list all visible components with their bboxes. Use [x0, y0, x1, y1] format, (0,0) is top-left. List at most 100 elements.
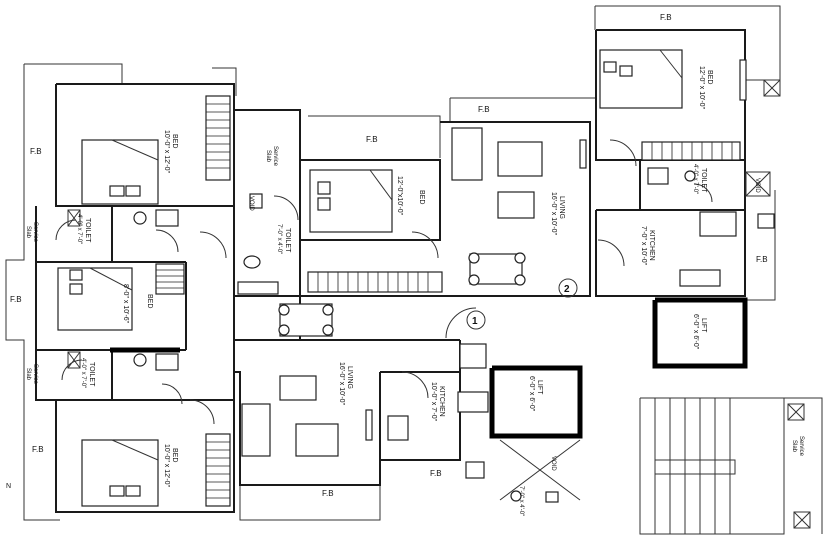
room-label-bed-center-name: BED: [418, 190, 425, 204]
walls: [35, 29, 785, 535]
wardrobe-top-left: [205, 95, 231, 181]
svg-text:BED: BED: [146, 294, 153, 308]
room-label-toilet-bottom-left: TOILET 4'-0" x 7'-0": [80, 358, 95, 388]
svg-text:12'-0"x10'-0": 12'-0"x10'-0": [396, 176, 403, 216]
svg-text:LIVING: LIVING: [558, 196, 565, 219]
fb-label: F.B: [756, 255, 768, 264]
room-label-toilet-center: TOILET 7'-0" x 4'-0": [276, 224, 291, 254]
unit-number-1: 1: [472, 316, 478, 327]
svg-text:10'-0" x 12'-0": 10'-0" x 12'-0": [163, 130, 170, 174]
room-label-bed-mid-dim: 8'-0" x 10'-6": [122, 284, 129, 324]
fb-label: F.B: [430, 469, 442, 478]
svg-text:TOILET: TOILET: [700, 168, 707, 193]
room-label-kitchen-bottom: KITCHEN 10'-0" x 7'-0": [430, 382, 445, 422]
living-bottom-furniture: [241, 303, 373, 457]
service-slab-label: Service Slab: [791, 436, 804, 457]
bed-furniture-mid-left: [57, 267, 133, 331]
svg-text:BED: BED: [706, 70, 713, 84]
svg-text:Slab: Slab: [791, 440, 797, 453]
svg-text:VOID: VOID: [754, 178, 760, 193]
room-label-bed-right: BED 12'-0" x 10'-0": [698, 66, 713, 110]
fb-label: F.B: [478, 105, 490, 114]
room-label-lift-center: LIFT 6'-0" x 6'-0": [528, 376, 543, 412]
svg-text:16'-0" x 10'-0": 16'-0" x 10'-0": [550, 192, 557, 236]
svg-text:Slab: Slab: [25, 226, 31, 239]
svg-text:Slab: Slab: [265, 150, 271, 163]
fb-label: F.B: [32, 445, 44, 454]
room-label-living-bottom: LIVING 16'-0" x 10'-0": [338, 362, 353, 406]
svg-text:7'-0" x 4'-0": 7'-0" x 4'-0": [276, 224, 282, 254]
svg-text:4'-0" x 7'-0": 4'-0" x 7'-0": [692, 164, 698, 194]
room-label-toilet-top-left: TOILET 4'-0" x 7'-0": [76, 214, 91, 244]
svg-text:BED: BED: [171, 448, 178, 462]
void-label-lift: VOID: [550, 456, 556, 471]
svg-text:Service: Service: [32, 364, 38, 385]
svg-text:TOILET: TOILET: [284, 228, 291, 253]
svg-text:8'-0" x 10'-6": 8'-0" x 10'-6": [122, 284, 129, 324]
bed-furniture-center: [309, 169, 393, 233]
svg-text:VOID: VOID: [550, 456, 556, 471]
room-label-bed-bottom-left: BED 10'-0" x 12'-0": [163, 444, 178, 488]
svg-text:BED: BED: [418, 190, 425, 204]
svg-text:TOILET: TOILET: [88, 362, 95, 387]
lift-shaft-center: [489, 365, 583, 439]
fb-label: F.B: [30, 147, 42, 156]
stair-toilet-dim: 7'-0" x 4'-0": [518, 486, 524, 516]
fb-label: F.B: [660, 13, 672, 22]
door-swings: [55, 139, 713, 425]
svg-text:Service: Service: [272, 146, 278, 167]
wardrobe-center: [307, 271, 443, 293]
room-label-living-top: LIVING 16'-0" x 10'-0": [550, 192, 565, 236]
living-top-furniture: [451, 127, 587, 286]
unit-number-2: 2: [564, 284, 570, 295]
void-label-center: VOID: [248, 196, 254, 211]
unit-number-circle-2: [558, 278, 578, 298]
svg-text:7'-0" x 10'-0": 7'-0" x 10'-0": [640, 226, 647, 266]
svg-text:16'-0" x 10'-0": 16'-0" x 10'-0": [338, 362, 345, 406]
room-label-toilet-right: TOILET 4'-0" x 7'-0": [692, 164, 707, 194]
wardrobe-bottom-left: [205, 433, 231, 507]
svg-text:KITCHEN: KITCHEN: [648, 230, 655, 261]
svg-text:10'-0" x 7'-0": 10'-0" x 7'-0": [430, 382, 437, 422]
service-slab-label: Service Slab: [265, 146, 278, 167]
svg-text:Service: Service: [32, 222, 38, 243]
service-slab-label: Service Slab: [25, 222, 38, 243]
void-area: [499, 171, 771, 501]
room-label-bed-center: 12'-0"x10'-0": [396, 176, 403, 216]
svg-text:Service: Service: [798, 436, 804, 457]
lift-shaft-right: [652, 297, 748, 369]
svg-text:6'-0" x 6'-0": 6'-0" x 6'-0": [692, 314, 699, 350]
svg-text:6'-0" x 6'-0": 6'-0" x 6'-0": [528, 376, 535, 412]
svg-text:7'-0" x 4'-0": 7'-0" x 4'-0": [518, 486, 524, 516]
service-slab-label: Service Slab: [25, 364, 38, 385]
bed-furniture-top-left: [81, 139, 159, 205]
fb-label: F.B: [322, 489, 334, 498]
svg-text:LIFT: LIFT: [536, 380, 543, 395]
svg-text:KITCHEN: KITCHEN: [438, 386, 445, 417]
svg-text:BED: BED: [171, 134, 178, 148]
svg-text:LIFT: LIFT: [700, 318, 707, 333]
north-mark: N: [6, 483, 11, 490]
void-label-right: VOID: [754, 178, 760, 193]
svg-text:Slab: Slab: [25, 368, 31, 381]
bed-furniture-right: [599, 49, 683, 109]
svg-text:VOID: VOID: [248, 196, 254, 211]
svg-text:TOILET: TOILET: [84, 218, 91, 243]
fixtures: [133, 59, 775, 503]
unit-number-circle-1: [466, 310, 486, 330]
shaft-boxes: [67, 79, 811, 529]
svg-text:4'-0" x 7'-0": 4'-0" x 7'-0": [76, 214, 82, 244]
room-label-bed-mid: BED: [146, 294, 153, 308]
stair-treads: [654, 398, 736, 534]
svg-text:10'-0" x 12'-0": 10'-0" x 12'-0": [163, 444, 170, 488]
room-label-lift-right: LIFT 6'-0" x 6'-0": [692, 314, 707, 350]
bed-furniture-bottom-left: [81, 439, 159, 507]
balcony-outlines: [5, 5, 823, 534]
fb-label: F.B: [10, 295, 22, 304]
svg-text:4'-0" x 7'-0": 4'-0" x 7'-0": [80, 358, 86, 388]
wardrobe-right: [641, 141, 741, 161]
svg-text:12'-0" x 10'-0": 12'-0" x 10'-0": [698, 66, 705, 110]
svg-text:LIVING: LIVING: [346, 366, 353, 389]
